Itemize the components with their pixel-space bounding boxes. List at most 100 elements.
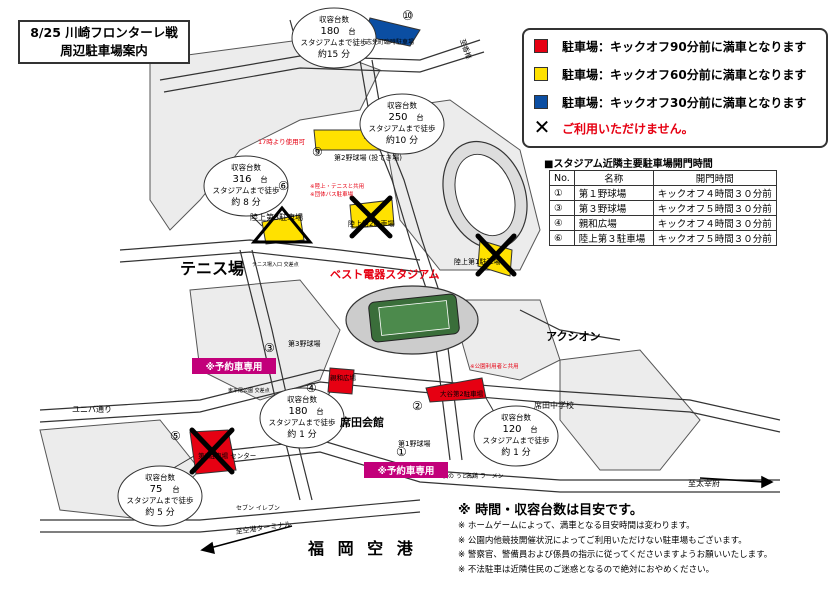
udon-label: 牧の うどん xyxy=(442,472,474,480)
gate-row: ④ 親和広場 キックオフ４時間３０分前 xyxy=(549,215,777,231)
lot10-num: ⑩ xyxy=(402,9,414,24)
cap5-time: 約 5 分 xyxy=(145,506,174,518)
cap9-unit: 台 xyxy=(416,112,424,122)
airport-label: 福 岡 空 港 xyxy=(307,539,417,558)
cap9-count: 250 xyxy=(388,112,407,123)
gate-cell: ⑥ xyxy=(549,230,575,246)
lot2-name: 大谷第2駐車場 xyxy=(440,389,484,398)
yellow-swatch xyxy=(534,67,548,81)
gate-cell: ③ xyxy=(549,200,575,216)
legend-cross-label: ご利用いただけません。 xyxy=(562,122,694,136)
meigara-label: 名鶏 ラーメン xyxy=(466,472,504,480)
note-line: ※ 公園内他競技開催状況によってご利用いただけない駐車場もございます。 xyxy=(458,535,747,546)
lot6-num: ⑥ xyxy=(278,179,289,193)
gate-cell: 陸上第３駐車場 xyxy=(573,230,654,246)
cap1-time: 約 1 分 xyxy=(501,446,530,458)
cap4-unit: 台 xyxy=(316,406,324,416)
stadium-label: ベスト電器スタジアム xyxy=(330,268,439,281)
cap9-walk: スタジアムまで徒歩 xyxy=(369,123,436,133)
cap4-head: 収容台数 xyxy=(287,394,317,404)
after17-note: 17時より使用可 xyxy=(258,137,306,146)
lot-labels: ⑩ 志免町臨時駐車場 ⑨ 第2野球場 (投てき場) ⑥ 陸上第3駐車場 陸上第2… xyxy=(170,9,500,460)
cap1-walk: スタジアムまで徒歩 xyxy=(483,435,550,445)
cap6-time: 約 8 分 xyxy=(231,196,260,208)
cap4-count: 180 xyxy=(288,406,307,417)
cap10-head: 収容台数 xyxy=(319,14,349,24)
cap4-time: 約 1 分 xyxy=(287,428,316,440)
footnotes: ※ 時間・収容台数は目安です。 ※ ホームゲームによって、満車となる目安時間は変… xyxy=(458,502,772,577)
title-line-1: 8/25 川崎フロンターレ戦 xyxy=(30,25,178,40)
cross-markers xyxy=(189,195,517,475)
legend-yellow-label: 駐車場：キックオフ60分前に満車となります xyxy=(562,67,807,82)
lot7-name: 陸上第2駐車場 xyxy=(348,219,394,228)
tennis-label: テニス場 xyxy=(180,259,244,278)
title-line-2: 周辺駐車場案内 xyxy=(60,43,148,58)
gate-cell: キックオフ４時間３０分前 xyxy=(652,185,777,201)
arrows xyxy=(200,475,774,555)
lot5-num: ⑤ xyxy=(170,429,181,443)
gate-table: No. 名称 開門時間 ① 第１野球場 キックオフ４時間３０分前 ③ 第３野球場… xyxy=(549,170,777,246)
lot9-name: 第2野球場 (投てき場) xyxy=(334,153,402,162)
gate-header-time: 開門時間 xyxy=(652,170,777,186)
reserve-labels: ※予約車専用 ※予約車専用 xyxy=(192,358,448,478)
lot2-num: ② xyxy=(412,399,423,413)
gate-row: ③ 第３野球場 キックオフ５時間３０分前 xyxy=(549,200,777,216)
reserve-label-1: ※予約車専用 xyxy=(206,361,263,373)
legend-red-row: 駐車場：キックオフ90分前に満車となります xyxy=(534,36,806,56)
seven-label: セブン イレブン xyxy=(236,504,280,512)
gate-cell: ④ xyxy=(549,215,575,231)
reserve-label-2: ※予約車専用 xyxy=(378,465,435,477)
gate-cell: 第３野球場 xyxy=(573,200,654,216)
lot1-num: ① xyxy=(396,445,407,459)
triangle-marker xyxy=(250,205,314,244)
capacity-text: 収容台数 180 台 スタジアムまで徒歩 約15 分 収容台数 250 台 スタ… xyxy=(127,14,550,518)
cap1-count: 120 xyxy=(502,424,521,435)
lot8-name: 陸上第1駐車場 xyxy=(454,257,500,266)
lot5-name: 第1駐車場 センター xyxy=(198,451,256,460)
cap6-walk: スタジアムまで徒歩 xyxy=(213,185,280,195)
cap6-count: 316 xyxy=(232,174,251,185)
cross-icon: ✕ xyxy=(533,115,551,139)
cap1-unit: 台 xyxy=(530,424,538,434)
lot6-name: 陸上第3駐車場 xyxy=(250,212,303,222)
school-label: 席田中学校 xyxy=(534,400,574,410)
cap10-count: 180 xyxy=(320,26,339,37)
lot4-name: 親和広場 xyxy=(330,373,357,382)
dazaifu-label: 至太宰府 xyxy=(688,478,720,488)
bus-note: ※団体バス駐車場 xyxy=(310,190,354,198)
park-user-note: ※公園利用者と共用 xyxy=(470,362,519,370)
gate-table-title: ■スタジアム近隣主要駐車場開門時間 xyxy=(544,159,713,170)
lot10-name: 志免町臨時駐車場 xyxy=(366,38,414,46)
lot9-num: ⑨ xyxy=(312,145,323,159)
gate-header-name: 名称 xyxy=(573,170,654,186)
cap10-unit: 台 xyxy=(348,26,356,36)
cap6-unit: 台 xyxy=(260,174,268,184)
legend-blue-row: 駐車場：キックオフ30分前に満車となります xyxy=(534,92,806,112)
lot4-num: ④ xyxy=(306,381,317,395)
legend-red-label: 駐車場：キックオフ90分前に満車となります xyxy=(562,39,807,54)
note-line: ※ ホームゲームによって、満車となる目安時間は変わります。 xyxy=(458,521,695,531)
lot3-name: 第3野球場 xyxy=(288,339,320,348)
map-notes: 17時より使用可 ※陸上・テニスと共用 ※団体バス駐車場 ※公園利用者と共用 xyxy=(258,137,519,370)
gate-header-row: No. 名称 開門時間 xyxy=(549,170,777,186)
lot1-name: 第1野球場 xyxy=(398,439,430,448)
cap5-count: 75 xyxy=(150,484,163,495)
map-title: 8/25 川崎フロンターレ戦 周辺駐車場案内 xyxy=(18,20,190,64)
gate-row: ⑥ 陸上第３駐車場 キックオフ５時間３０分前 xyxy=(549,230,777,246)
park-crossing-label: 東平尾公園 交差点 xyxy=(228,387,270,394)
cap5-walk: スタジアムまで徒歩 xyxy=(127,495,194,505)
notes-headline: ※ 時間・収容台数は目安です。 xyxy=(458,503,643,518)
running-track xyxy=(442,140,528,250)
gate-row: ① 第１野球場 キックオフ４時間３０分前 xyxy=(549,185,777,201)
note-line: ※ 不法駐車は近隣住民のご迷惑となるので絶対におやめください。 xyxy=(458,564,715,575)
cap4-walk: スタジアムまで徒歩 xyxy=(269,417,336,427)
note-line: ※ 警察官、警備員および係員の指示に従ってくださいますようお願いいたします。 xyxy=(458,550,773,560)
gate-cell: キックオフ４時間３０分前 xyxy=(652,215,777,231)
legend: 駐車場：キックオフ90分前に満車となります 駐車場：キックオフ60分前に満車とな… xyxy=(522,28,828,148)
gate-cell: ① xyxy=(549,185,575,201)
kaikan-label: 席田会館 xyxy=(340,415,384,429)
cap5-head: 収容台数 xyxy=(145,472,175,482)
tennis-crossing-label: テニス場入口 交差点 xyxy=(252,261,299,268)
uniba-label: ユニバ通り xyxy=(72,404,112,414)
cap10-walk: スタジアムまで徒歩 xyxy=(301,37,368,47)
